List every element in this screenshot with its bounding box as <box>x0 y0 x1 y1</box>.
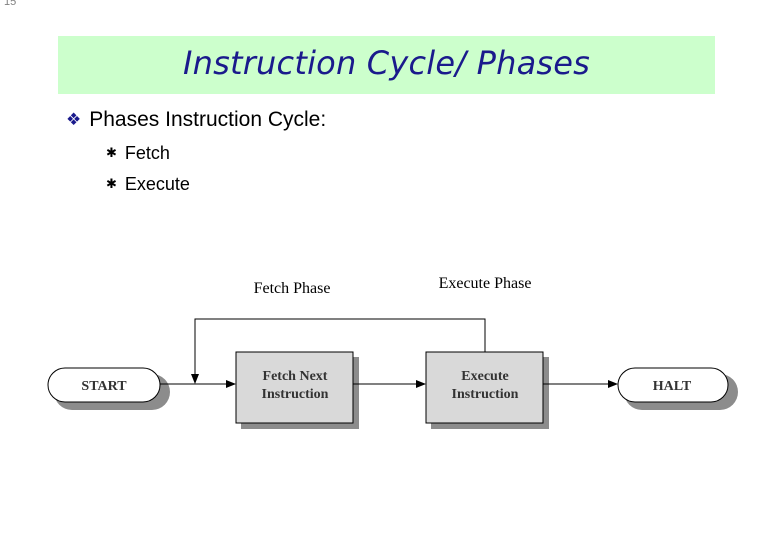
fetch-phase-label: Fetch Phase <box>254 280 331 297</box>
fetch-next-instruction-box: Fetch Next Instruction <box>235 351 359 429</box>
execute-instruction-box: Execute Instruction <box>425 351 549 429</box>
fetch-box-line1: Fetch Next <box>263 369 328 384</box>
diamond-bullet-icon: ❖ <box>66 110 82 129</box>
sub-bullet-fetch: ✱ Fetch <box>106 143 170 164</box>
loop-back-arrow <box>191 318 486 384</box>
fetch-box-line2: Instruction <box>262 387 329 402</box>
main-bullet-text: Phases Instruction Cycle: <box>89 108 327 131</box>
page-number: 15 <box>4 0 17 8</box>
sub-bullet-execute: ✱ Execute <box>106 174 190 195</box>
title-banner: Instruction Cycle/ Phases <box>58 36 715 94</box>
slide-title: Instruction Cycle/ Phases <box>182 44 591 82</box>
execute-phase-label: Execute Phase <box>439 275 532 292</box>
asterisk-bullet-icon: ✱ <box>106 145 117 160</box>
start-label: START <box>81 379 127 394</box>
halt-terminal: HALT <box>617 367 738 410</box>
start-terminal: START <box>47 367 170 410</box>
execute-box-line2: Instruction <box>452 387 519 402</box>
asterisk-bullet-icon: ✱ <box>106 176 117 191</box>
sub-bullet-text: Fetch <box>124 143 170 163</box>
sub-bullet-text: Execute <box>124 174 190 194</box>
main-bullet: ❖ Phases Instruction Cycle: <box>66 108 326 132</box>
execute-box-line1: Execute <box>461 369 508 384</box>
halt-label: HALT <box>653 379 692 394</box>
